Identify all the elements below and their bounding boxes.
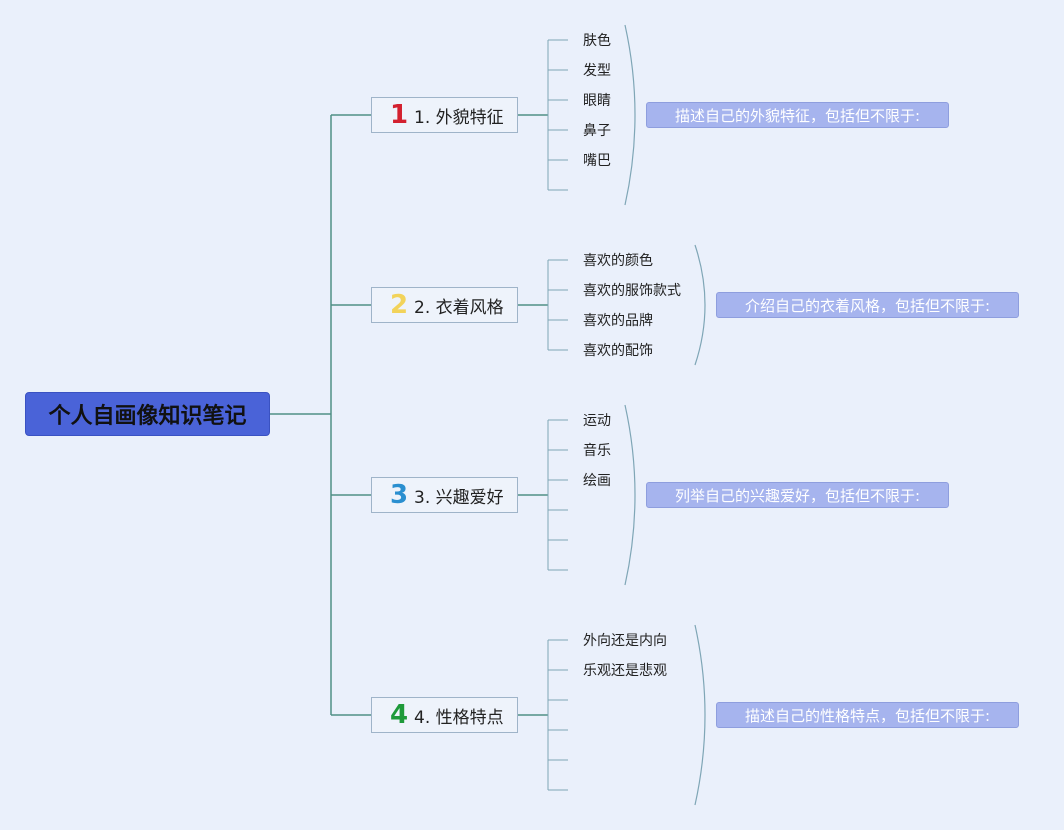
branch-label: 3. 兴趣爱好 bbox=[414, 487, 504, 508]
leaf-item[interactable]: 眼睛 bbox=[583, 93, 611, 109]
root-label: 个人自画像知识笔记 bbox=[48, 404, 247, 429]
branch-label: 4. 性格特点 bbox=[414, 707, 504, 728]
leaf-item[interactable]: 喜欢的配饰 bbox=[583, 343, 653, 359]
branch-label: 1. 外貌特征 bbox=[414, 107, 504, 128]
summary-brace bbox=[624, 24, 636, 206]
leaf-item[interactable]: 外向还是内向 bbox=[583, 633, 667, 649]
branch-label: 2. 衣着风格 bbox=[414, 297, 504, 318]
summary-note-clothing[interactable]: 介绍自己的衣着风格，包括但不限于: bbox=[716, 292, 1019, 318]
leaf-item[interactable]: 喜欢的服饰款式 bbox=[583, 283, 681, 299]
root-node[interactable]: 个人自画像知识笔记 bbox=[25, 392, 270, 436]
branch-node-personality[interactable]: 4 4. 性格特点 bbox=[371, 697, 518, 733]
summary-note-appearance[interactable]: 描述自己的外貌特征，包括但不限于: bbox=[646, 102, 949, 128]
summary-brace bbox=[694, 244, 706, 366]
leaf-item[interactable]: 喜欢的品牌 bbox=[583, 313, 653, 329]
summary-note-personality[interactable]: 描述自己的性格特点，包括但不限于: bbox=[716, 702, 1019, 728]
number-two-icon: 2 bbox=[389, 290, 409, 320]
branch-node-appearance[interactable]: 1 1. 外貌特征 bbox=[371, 97, 518, 133]
number-four-icon: 4 bbox=[389, 700, 409, 730]
summary-brace bbox=[624, 404, 636, 586]
leaf-item[interactable]: 嘴巴 bbox=[583, 153, 611, 169]
summary-brace bbox=[694, 624, 706, 806]
leaf-item[interactable]: 音乐 bbox=[583, 443, 611, 459]
leaf-item[interactable]: 乐观还是悲观 bbox=[583, 663, 667, 679]
branch-node-clothing[interactable]: 2 2. 衣着风格 bbox=[371, 287, 518, 323]
leaf-item[interactable]: 绘画 bbox=[583, 473, 611, 489]
number-three-icon: 3 bbox=[389, 480, 409, 510]
leaf-item[interactable]: 肤色 bbox=[583, 33, 611, 49]
branch-node-hobbies[interactable]: 3 3. 兴趣爱好 bbox=[371, 477, 518, 513]
summary-note-hobbies[interactable]: 列举自己的兴趣爱好，包括但不限于: bbox=[646, 482, 949, 508]
leaf-item[interactable]: 鼻子 bbox=[583, 123, 611, 139]
leaf-item[interactable]: 喜欢的颜色 bbox=[583, 253, 653, 269]
number-one-icon: 1 bbox=[389, 100, 409, 130]
leaf-item[interactable]: 发型 bbox=[583, 63, 611, 79]
leaf-item[interactable]: 运动 bbox=[583, 413, 611, 429]
